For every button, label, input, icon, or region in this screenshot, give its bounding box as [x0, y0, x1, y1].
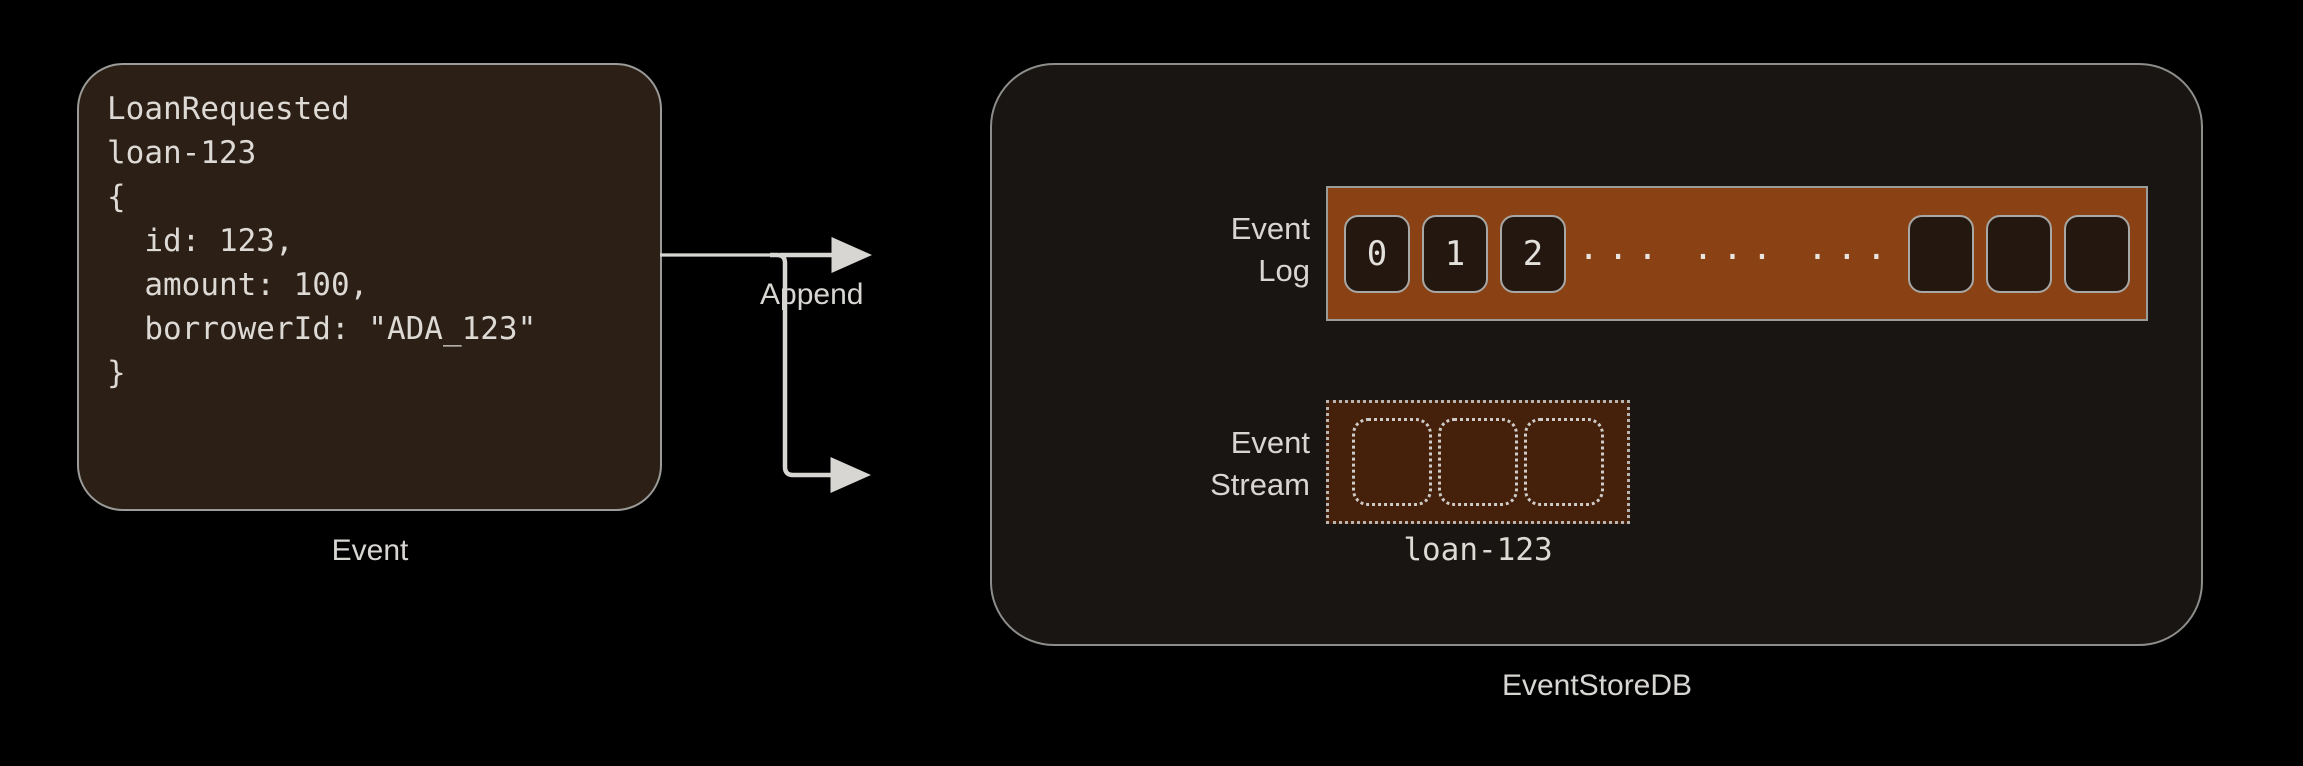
event-card-caption: Event	[331, 534, 409, 567]
event-log-cell: 0	[1344, 214, 1410, 293]
event-stream-cell-empty	[1524, 418, 1604, 506]
event-log-ellipsis: ... ... ...	[1578, 231, 1896, 277]
eventstoredb-caption: EventStoreDB	[1501, 669, 1693, 702]
event-log-cell-empty	[2064, 214, 2130, 293]
event-payload-code: LoanRequested loan-123 { id: 123, amount…	[107, 91, 537, 391]
arrow-to-event-stream	[770, 252, 871, 493]
event-stream-box	[1326, 400, 1630, 524]
event-stream-label: Event Stream	[1210, 425, 1310, 502]
eventstoredb-container	[990, 63, 2203, 646]
ellipsis-group: ...	[1807, 227, 1896, 268]
event-log-bar: 0 1 2 ... ... ...	[1326, 186, 2148, 321]
event-card: LoanRequested loan-123 { id: 123, amount…	[77, 63, 662, 511]
event-log-cell-empty	[1908, 214, 1974, 293]
append-connector	[660, 237, 872, 493]
event-stream-cell-empty	[1438, 418, 1518, 506]
event-log-cell-empty	[1986, 214, 2052, 293]
event-log-label: Event Log	[1230, 211, 1310, 288]
event-log-cell: 1	[1422, 214, 1488, 293]
event-log-cell: 2	[1500, 214, 1566, 293]
ellipsis-group: ...	[1578, 227, 1667, 268]
ellipsis-group: ...	[1692, 227, 1782, 268]
event-stream-cell-empty	[1352, 418, 1432, 506]
append-label: Append	[760, 278, 864, 311]
event-stream-name: loan-123	[1403, 532, 1553, 568]
